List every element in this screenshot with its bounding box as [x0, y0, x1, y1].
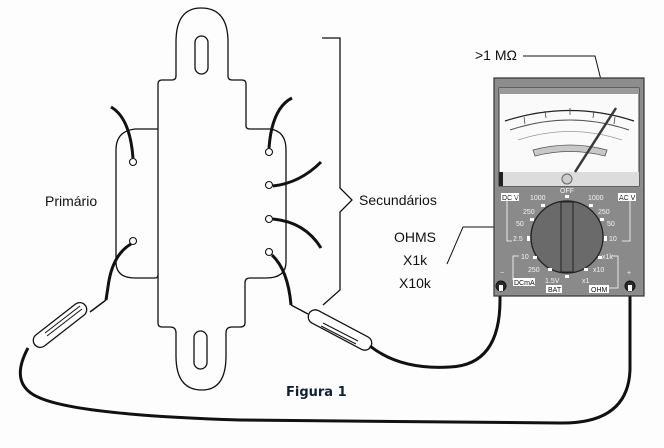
knob-pointer — [560, 201, 574, 273]
meter-color-band — [532, 144, 608, 157]
secondary-terminal-2 — [264, 180, 274, 190]
figure-caption: Figura 1 — [286, 385, 347, 400]
ohm-range-x1: x1 — [582, 278, 590, 285]
primary-terminal-top — [128, 157, 138, 167]
transformer-core — [157, 7, 287, 391]
secondary-label: Secundários — [359, 192, 437, 208]
dial-markers — [527, 195, 607, 278]
meter-pivot — [561, 173, 573, 185]
bottom-slot — [193, 330, 208, 370]
primary-terminal-bottom — [128, 236, 138, 246]
test-lead-black — [18, 290, 632, 425]
acv-range-1000: 1000 — [588, 195, 604, 202]
secondary-brace — [322, 37, 353, 306]
primary-lead-bottom — [104, 242, 132, 301]
top-slot — [194, 35, 209, 75]
primary-bobbin — [115, 128, 159, 279]
secondary-lead-1 — [267, 96, 293, 149]
primary-lead-top — [110, 105, 135, 159]
secondary-lead-2 — [272, 160, 323, 188]
secondary-lead-4 — [270, 253, 293, 306]
dcma-range-10: 10 — [521, 254, 529, 261]
range-leader-line — [446, 226, 494, 265]
dcv-range-50: 50 — [516, 221, 524, 228]
probe-red — [290, 304, 373, 351]
ohm-range-x1k: x1k — [602, 254, 613, 261]
secondary-terminal-3 — [264, 214, 274, 224]
range-label-ohms: OHMS — [394, 229, 436, 245]
terminal-plus-label: + — [627, 270, 631, 277]
dcv-label: DC V — [502, 195, 519, 202]
dcv-range-2.5: 2.5 — [513, 236, 523, 243]
dial-off-label: OFF — [560, 188, 574, 195]
range-selector-knob[interactable] — [530, 200, 604, 274]
transformer — [115, 7, 287, 391]
dcma-label: DCmA — [514, 280, 535, 287]
bat-value: 1.5V — [545, 278, 560, 285]
secondary-terminal-4 — [264, 247, 274, 257]
test-lead-red — [369, 290, 502, 369]
dcma-range-250: 250 — [528, 267, 540, 274]
primary-terminals — [104, 105, 138, 301]
secondary-lead-3 — [272, 217, 323, 249]
dcv-range-1000: 1000 — [530, 195, 546, 202]
meter-needle — [573, 107, 618, 173]
range-label-x1k: X1k — [403, 252, 428, 268]
acv-range-10: 10 — [609, 236, 617, 243]
reading-label: >1 MΩ — [475, 47, 517, 63]
secondary-terminal-1 — [264, 147, 274, 157]
acv-label: AC V — [619, 195, 636, 202]
terminal-minus-label: − — [500, 270, 504, 277]
meter-window — [498, 87, 640, 187]
secondary-terminals — [264, 96, 323, 306]
meter-ticks — [523, 108, 616, 125]
dcv-range-250: 250 — [523, 209, 535, 216]
range-label-x10k: X10k — [399, 275, 432, 291]
ohm-label: OHM — [591, 287, 608, 294]
multimeter: OFF DC V AC V 1000 250 50 2.5 1000 250 5… — [493, 77, 645, 297]
primary-label: Primário — [45, 193, 97, 209]
meter-scale-inner — [509, 119, 630, 131]
acv-range-250: 250 — [598, 209, 610, 216]
probe-black — [32, 299, 107, 349]
bat-label: BAT — [548, 287, 562, 294]
ohm-range-x10: x10 — [593, 267, 604, 274]
acv-range-50: 50 — [607, 221, 615, 228]
